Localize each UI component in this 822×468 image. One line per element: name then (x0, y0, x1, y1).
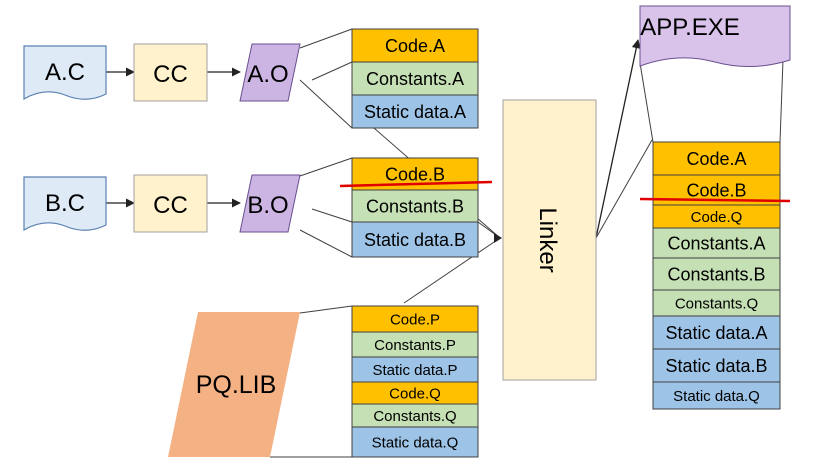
stack-exe-label-constants-b: Constants.B (667, 264, 765, 284)
segment-stack-a: Code.A Constants.A Static data.A (351, 28, 479, 129)
stack-lib-label-static-data-q: Static data.Q (372, 434, 459, 451)
stack-exe-segment-static-data-a (652, 315, 781, 350)
stack-lib-label-static-data-p: Static data.P (372, 362, 457, 379)
stack-exe-label-code-q: Code.Q (691, 209, 743, 226)
executable-file[interactable]: APP.EXE (639, 5, 791, 68)
object-file-a-label: A.O (247, 61, 288, 88)
stack-a-segment-constants-a (351, 61, 479, 96)
stack-exe-label-static-data-b: Static data.B (665, 356, 767, 376)
stack-lib-label-code-q: Code.Q (389, 385, 441, 402)
stack-exe-label-constants-a: Constants.A (667, 233, 765, 253)
source-file-b[interactable]: B.C (23, 176, 107, 232)
stack-lib-segment-static-data-q (351, 426, 479, 458)
segment-stack-b: Code.B Constants.B Static data.B (351, 157, 479, 258)
stack-a-segment-static-data-a (351, 94, 479, 129)
stack-exe-label-code-a: Code.A (686, 149, 746, 169)
source-file-a-label: A.C (45, 59, 85, 86)
stack-b-label-static-data-b: Static data.B (364, 230, 466, 250)
stack-a-label-static-data-a: Static data.A (364, 102, 466, 122)
stack-exe-segment-static-data-b (652, 348, 781, 383)
segment-stack-exe: Code.A Code.B Code.Q Constants.A Constants.B… (652, 141, 781, 410)
arrow-linker-to-exe (595, 39, 641, 239)
stack-exe-segment-static-data-q (652, 381, 781, 410)
stack-b-label-constants-b: Constants.B (366, 196, 464, 216)
stack-exe-label-static-data-q: Static data.Q (673, 388, 760, 405)
linker-junction-marker (494, 233, 502, 243)
compiler-b-label: CC (153, 192, 188, 219)
stack-lib-segment-static-data-p (351, 356, 479, 383)
object-file-a[interactable]: A.O (239, 43, 301, 102)
segment-stack-lib: Code.P Constants.P Static data.P Code.Q Cons… (351, 305, 479, 458)
stack-exe-label-constants-q: Constants.Q (675, 295, 758, 312)
object-file-b-label: B.O (247, 192, 288, 219)
linker-box[interactable]: Linker (502, 99, 597, 381)
stack-exe-label-code-b: Code.B (686, 180, 746, 200)
stack-lib-label-constants-q: Constants.Q (373, 408, 456, 425)
compiler-a-label: CC (153, 61, 188, 88)
stack-a-label-code-a: Code.A (385, 36, 445, 56)
executable-file-label: APP.EXE (640, 14, 740, 41)
compiler-a[interactable]: CC (133, 43, 208, 102)
linker-label: Linker (534, 207, 561, 272)
library-file-label: PQ.LIB (196, 371, 277, 399)
arrows (106, 39, 641, 239)
stack-lib-label-code-p: Code.P (390, 311, 440, 328)
source-file-a[interactable]: A.C (23, 45, 107, 101)
strike-code-b-output (639, 197, 791, 203)
stack-exe-segment-constants-b (652, 257, 781, 291)
compiler-b[interactable]: CC (133, 174, 208, 233)
stack-b-label-code-b: Code.B (385, 164, 445, 184)
library-file[interactable]: PQ.LIB (168, 312, 300, 457)
source-file-b-label: B.C (45, 190, 85, 217)
stack-exe-segment-constants-a (652, 227, 781, 259)
object-file-b[interactable]: B.O (239, 174, 301, 233)
stack-lib-segment-constants-p (351, 331, 479, 358)
stack-b-segment-static-data-b (351, 221, 479, 258)
stack-exe-label-static-data-a: Static data.A (665, 323, 767, 343)
strike-code-b-input (339, 180, 493, 188)
stack-lib-label-constants-p: Constants.P (374, 337, 456, 354)
stack-a-label-constants-a: Constants.A (366, 69, 464, 89)
stack-exe-segment-code-a (652, 141, 781, 176)
